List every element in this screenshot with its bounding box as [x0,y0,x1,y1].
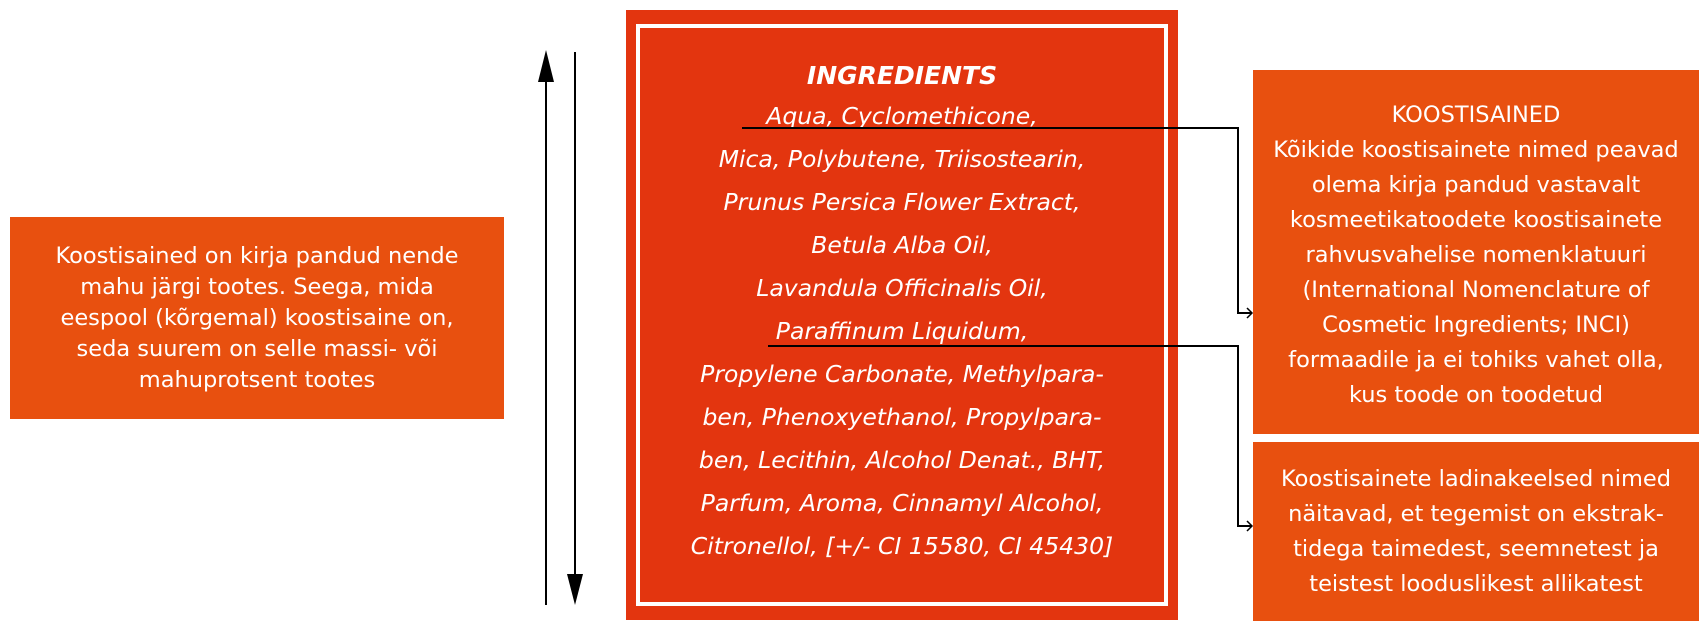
latin-names-note: Koostisainete ladinakeelsed nimed näitav… [1253,442,1699,621]
note-line: Kõikide koostisainete nimed peavad [1273,136,1679,163]
volume-order-note: Koostisained on kirja pandud nende mahu … [10,217,504,419]
arrow-down-icon [567,52,583,605]
ingredient-line: Parfum, Aroma, Cinnamyl Alcohol, [700,489,1104,517]
note-line: rahvusvahelise nomenklatuuri [1305,241,1647,268]
note-line: teistest looduslikest allikatest [1309,570,1643,597]
arrow-up-icon [538,50,554,605]
note-line: mahuprotsent tootes [138,366,376,393]
ingredient-line: Lavandula Officinalis Oil, [756,274,1048,302]
note-line: Koostisained on kirja pandud nende [55,242,459,269]
ingredient-line: Paraffinum Liquidum, [775,317,1029,345]
note-line: seda suurem on selle massi- või [76,335,438,362]
ingredients-title: INGREDIENTS [806,61,998,90]
ingredients-frame: INGREDIENTS Aqua, Cyclomethicone, Mica, … [636,24,1168,606]
ingredients-label: INGREDIENTS Aqua, Cyclomethicone, Mica, … [626,10,1178,620]
note-line: Cosmetic Ingredients; INCI) [1322,311,1630,338]
note-line: kosmeetikatoodete koostisainete [1289,206,1663,233]
inci-note: KOOSTISAINED Kõikide koostisainete nimed… [1253,70,1699,434]
inci-heading: KOOSTISAINED [1391,101,1561,128]
ingredient-line: ben, Phenoxyethanol, Propylpara- [702,403,1102,431]
note-line: Koostisainete ladinakeelsed nimed [1281,465,1671,492]
note-line: mahu järgi tootes. Seega, mida [80,273,434,300]
note-line: kus toode on toodetud [1348,381,1604,408]
ingredient-line: Mica, Polybutene, Triisostearin, [718,145,1086,173]
note-line: formaadile ja ei tohiks vahet olla, [1288,346,1664,373]
ingredient-line: Citronellol, [+/- CI 15580, CI 45430] [690,532,1114,560]
note-line: olema kirja pandud vastavalt [1311,171,1641,198]
ingredient-line: Propylene Carbonate, Methylpara- [700,360,1104,388]
ingredient-line: Prunus Persica Flower Extract, [723,188,1081,216]
note-line: tidega taimedest, seemnetest ja [1293,535,1659,562]
ingredient-line: Betula Alba Oil, [811,231,993,259]
ingredient-line: Aqua, Cyclomethicone, [766,102,1038,130]
note-line: näitavad, et tegemist on ekstrak- [1288,500,1664,527]
ingredient-line: ben, Lecithin, Alcohol Denat., BHT, [698,446,1106,474]
note-line: eespool (kõrgemal) koostisaine on, [60,304,454,331]
note-line: (International Nomenclature of [1302,276,1650,303]
